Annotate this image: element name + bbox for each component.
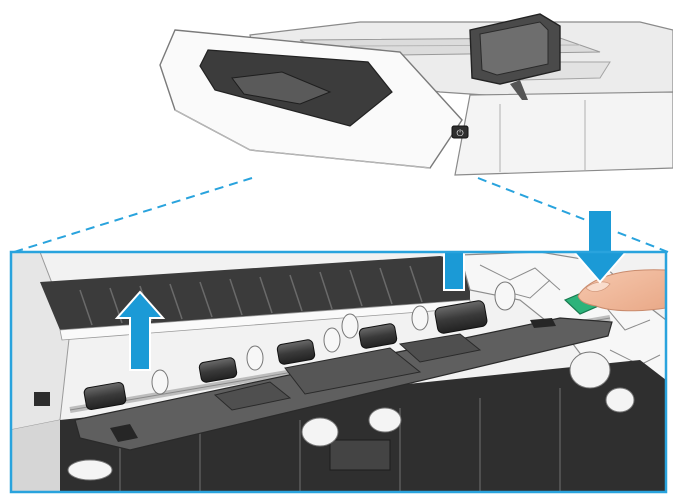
zoom-frame bbox=[9, 250, 668, 494]
touchscreen-display[interactable] bbox=[479, 21, 549, 76]
callout-lines bbox=[13, 177, 669, 253]
left-wall-slot bbox=[34, 392, 50, 406]
arrow-lift-left bbox=[114, 290, 166, 371]
printer-side-body bbox=[454, 91, 673, 176]
arrow-lift-right bbox=[443, 252, 465, 291]
power-icon: ⏻ bbox=[456, 128, 463, 139]
lower-gears bbox=[67, 351, 635, 481]
zoom-detail bbox=[10, 252, 666, 492]
lower-mechanism bbox=[60, 360, 666, 492]
control-panel[interactable] bbox=[469, 13, 561, 100]
power-button[interactable]: ⏻ bbox=[451, 125, 469, 139]
printer-exterior: ⏻ bbox=[159, 13, 673, 176]
roller-hubs bbox=[151, 281, 516, 395]
door-handle[interactable] bbox=[231, 71, 332, 105]
rollers bbox=[83, 300, 488, 411]
